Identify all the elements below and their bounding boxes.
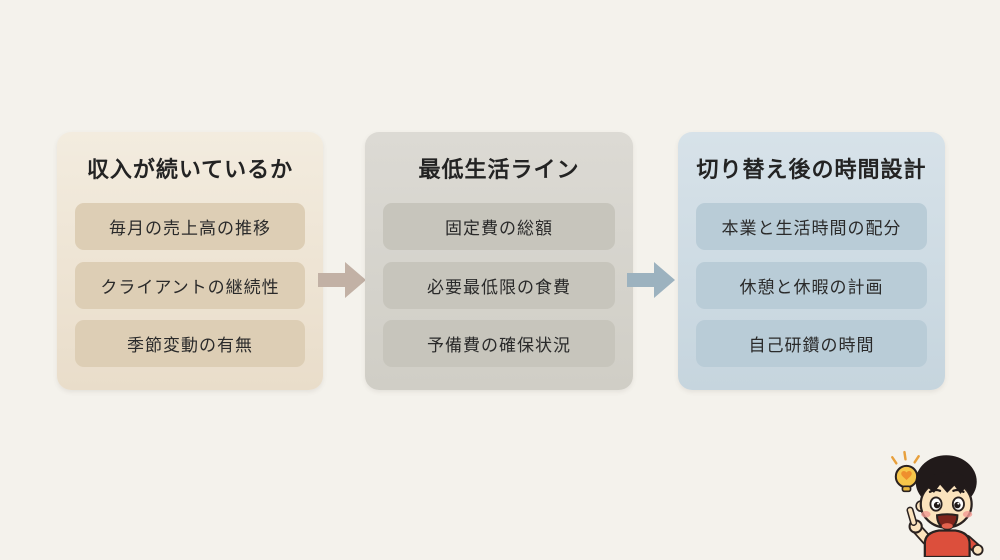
panel-living-title: 最低生活ライン xyxy=(418,157,580,182)
lightbulb-icon xyxy=(894,464,919,493)
panel-living-item-3: 予備費の確保状況 xyxy=(383,320,615,367)
panel-living-item-1: 固定費の総額 xyxy=(383,203,615,250)
arrow-right-icon xyxy=(318,262,366,298)
panel-time-title: 切り替え後の時間設計 xyxy=(696,157,927,182)
panel-income-item-2: クライアントの継続性 xyxy=(75,262,305,309)
panel-income-item-1: 毎月の売上高の推移 xyxy=(75,203,305,250)
panel-time-design: 切り替え後の時間設計 本業と生活時間の配分 休憩と休暇の計画 自己研鑽の時間 xyxy=(678,132,945,390)
panel-time-item-1: 本業と生活時間の配分 xyxy=(696,203,927,250)
mascot-boy-lightbulb-illustration xyxy=(891,450,984,557)
panel-income-check: 収入が続いているか 毎月の売上高の推移 クライアントの継続性 季節変動の有無 xyxy=(57,132,323,390)
panel-living-item-2: 必要最低限の食費 xyxy=(383,262,615,309)
panel-income-title: 収入が続いているか xyxy=(86,157,294,182)
arrow-right-icon xyxy=(627,262,675,298)
panel-time-item-2: 休憩と休暇の計画 xyxy=(696,262,927,309)
panel-income-item-3: 季節変動の有無 xyxy=(75,320,305,367)
panel-minimum-living: 最低生活ライン 固定費の総額 必要最低限の食費 予備費の確保状況 xyxy=(365,132,633,390)
arrow-right-shape xyxy=(318,262,366,298)
mascot-head xyxy=(915,455,977,531)
mascot-shirt xyxy=(923,529,971,557)
arrow-right-shape xyxy=(627,262,675,298)
panel-time-item-3: 自己研鑽の時間 xyxy=(696,320,927,367)
lightbulb-rays-icon xyxy=(891,450,920,465)
